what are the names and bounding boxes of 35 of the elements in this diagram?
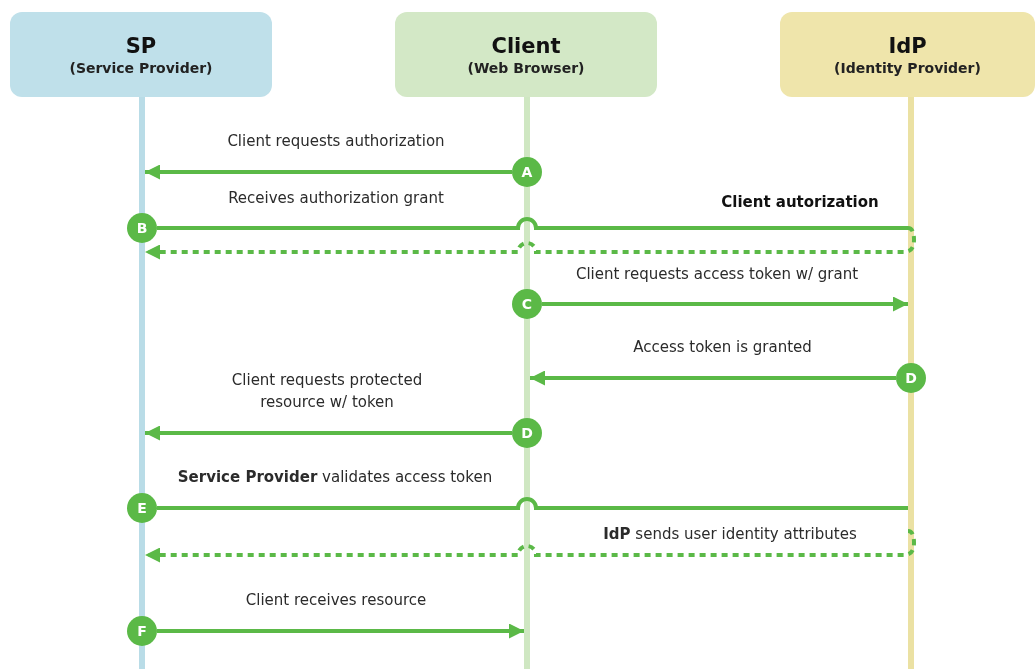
message-arrow xyxy=(157,623,524,639)
step-badge: A xyxy=(512,157,542,187)
lifeline-title: IdP xyxy=(888,33,927,58)
message-arrow xyxy=(530,370,896,386)
edge-label: Client requests access token w/ grant xyxy=(574,264,860,285)
message-arrow xyxy=(145,164,512,180)
step-badge: C xyxy=(512,289,542,319)
message-arrow xyxy=(145,425,512,441)
message-line xyxy=(157,217,908,230)
lifeline-header xyxy=(780,12,1035,97)
edge-label: Receives authorization grant xyxy=(227,188,445,209)
step-badge: D xyxy=(512,418,542,448)
lifeline-bar xyxy=(908,97,914,669)
note-label: Client autorization xyxy=(720,192,880,213)
step-badge: B xyxy=(127,213,157,243)
lifeline-title: Client xyxy=(491,33,561,58)
lifeline-header xyxy=(10,12,272,97)
lifeline-subtitle: (Identity Provider) xyxy=(834,59,981,76)
edge-label: Client requests protected resource w/ token xyxy=(230,370,424,413)
edge-label: IdP sends user identity attributes xyxy=(602,524,858,545)
lifeline-title: SP xyxy=(125,33,157,58)
step-badge: E xyxy=(127,493,157,523)
edge-label: Service Provider validates access token xyxy=(176,467,494,488)
step-badge: D xyxy=(896,363,926,393)
edge-label: Access token is granted xyxy=(632,337,813,358)
message-arrow xyxy=(145,529,916,563)
edge-label: Client requests authorization xyxy=(226,131,446,152)
lifeline-subtitle: (Web Browser) xyxy=(467,59,585,76)
edge-label: Client receives resource xyxy=(244,590,428,611)
message-line xyxy=(157,497,908,510)
message-arrow xyxy=(542,296,908,312)
step-badge: F xyxy=(127,616,157,646)
lifeline-subtitle: (Service Provider) xyxy=(69,59,213,76)
lifeline-header xyxy=(395,12,657,97)
message-arrow xyxy=(145,226,916,260)
